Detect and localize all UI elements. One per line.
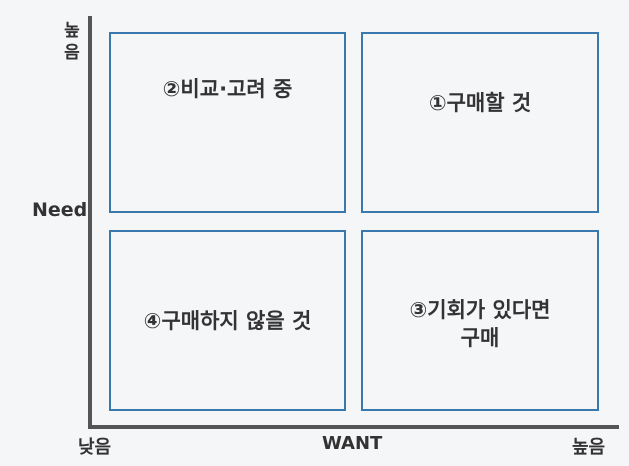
quadrant-will-not-buy: ④구매하지 않을 것 [109, 230, 346, 411]
quadrant-compare-consider: ②비교·고려 중 [109, 32, 346, 213]
y-axis-high-label: 높 음 [64, 21, 80, 63]
x-axis-low-label: 낮음 [78, 437, 112, 458]
x-axis-high-label: 높음 [572, 437, 606, 458]
quadrant-label: ③기회가 있다면 구매 [409, 297, 551, 350]
y-axis-title: Need [32, 199, 88, 221]
quadrant-label: ①구매할 것 [428, 90, 532, 115]
y-axis-line [88, 16, 92, 429]
quadrant-buy-if-chance: ③기회가 있다면 구매 [361, 230, 599, 411]
quadrant-will-buy: ①구매할 것 [361, 32, 599, 213]
x-axis-title: WANT [322, 433, 383, 454]
quadrant-label: ②비교·고려 중 [162, 76, 293, 101]
quadrant-label: ④구매하지 않을 것 [143, 308, 312, 333]
x-axis-line [88, 425, 619, 429]
